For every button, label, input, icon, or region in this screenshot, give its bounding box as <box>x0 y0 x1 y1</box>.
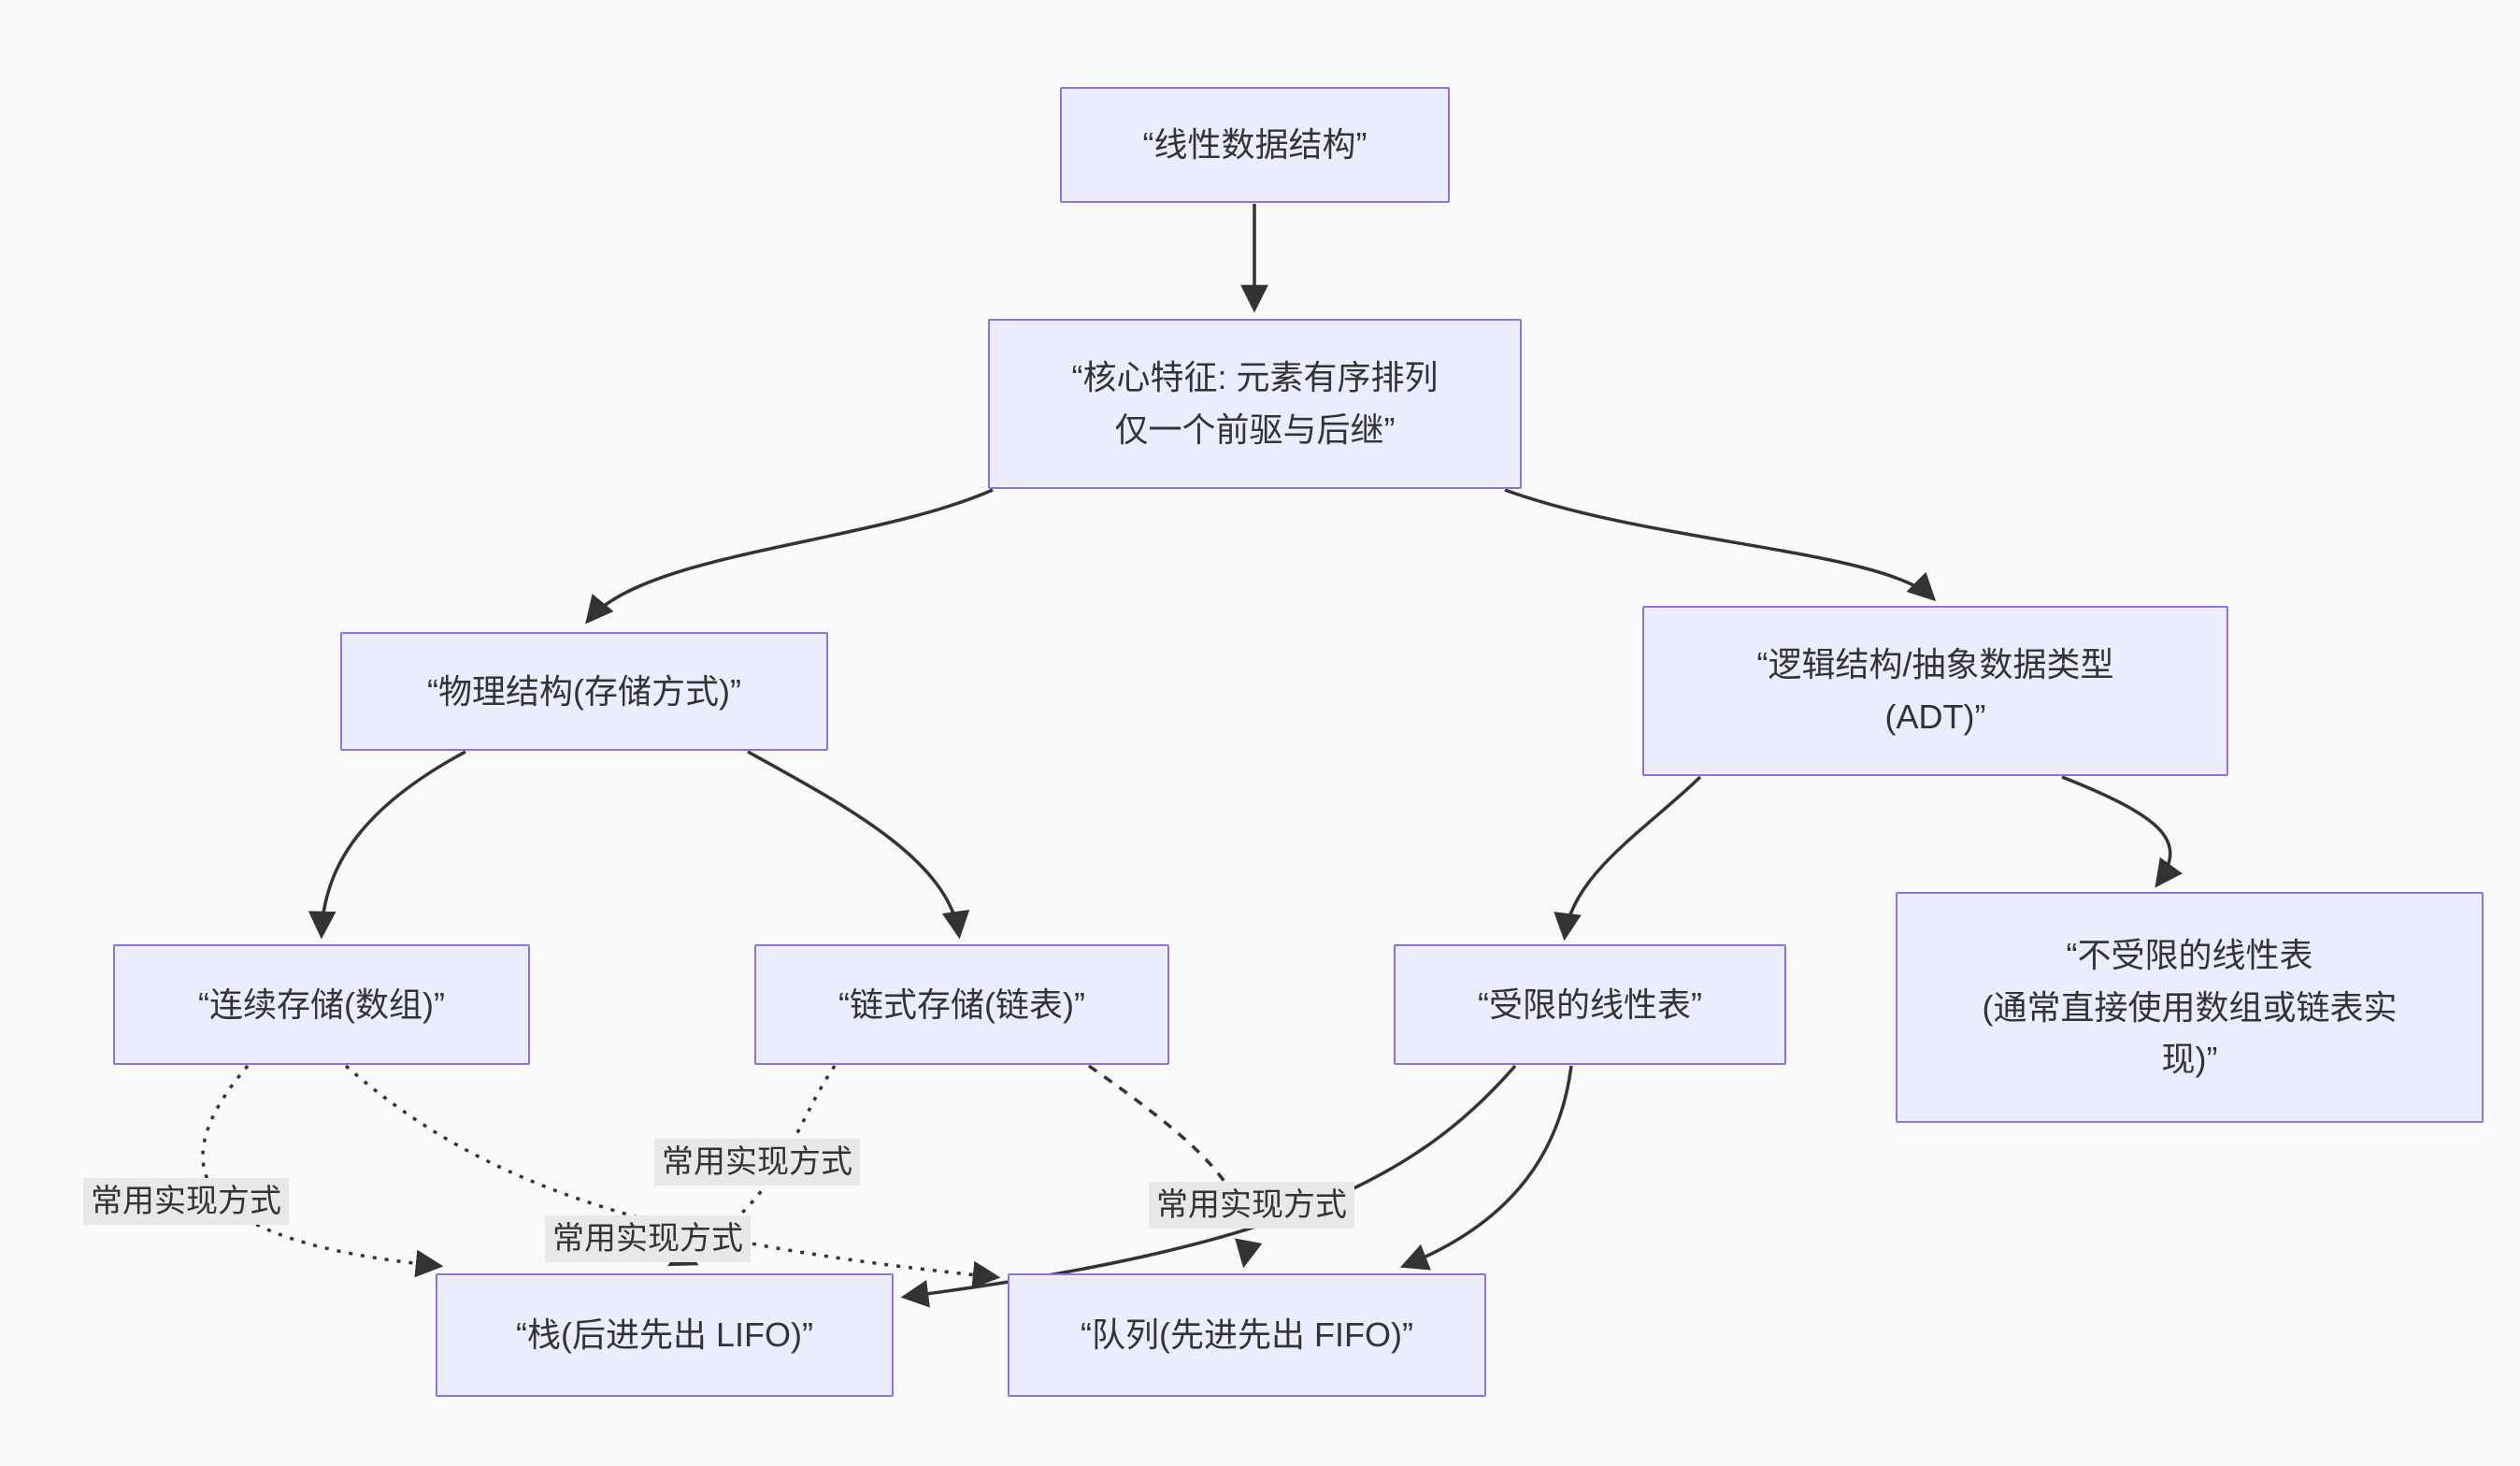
node-label-line2: 仅一个前驱与后继” <box>1114 410 1396 449</box>
node-contiguous-storage-array: “连续存储(数组)” <box>113 944 530 1065</box>
node-queue-fifo: “队列(先进先出 FIFO)” <box>1008 1273 1486 1397</box>
node-label-line2: (ADT)” <box>1884 697 1986 736</box>
node-label-line1: “核心特征: 元素有序排列 <box>1071 358 1439 397</box>
edge-array-to-stack <box>201 1064 444 1278</box>
edge-logical-to-restricted <box>1554 775 1702 941</box>
node-label: “队列(先进先出 FIFO)” <box>1081 1315 1413 1355</box>
node-label: “连续存储(数组)” <box>198 985 445 1024</box>
edge-physical-to-linked <box>747 750 970 940</box>
edge-logical-to-unrestricted <box>2061 775 2183 888</box>
node-label-line2: (通常直接使用数组或链表实 <box>1982 987 2398 1027</box>
edge-linked-to-queue <box>1087 1064 1263 1269</box>
edge-label-common-implementation-3: 常用实现方式 <box>545 1215 751 1263</box>
node-core-characteristics: “核心特征: 元素有序排列 仅一个前驱与后继” <box>988 319 1522 489</box>
node-label: “栈(后进先出 LIFO)” <box>516 1315 813 1355</box>
edge-label-common-implementation-2: 常用实现方式 <box>654 1139 860 1186</box>
edge-array-to-queue <box>344 1064 1001 1289</box>
node-label-line1: “不受限的线性表 <box>2066 935 2313 974</box>
node-label: “线性数据结构” <box>1142 125 1367 165</box>
edge-restricted-to-queue <box>1399 1065 1573 1271</box>
node-label: “物理结构(存储方式)” <box>427 671 741 711</box>
node-stack-lifo: “栈(后进先出 LIFO)” <box>436 1273 894 1397</box>
node-label: “受限的线性表” <box>1478 985 1702 1024</box>
edge-label-common-implementation-1: 常用实现方式 <box>83 1178 289 1226</box>
edge-core-to-logical <box>1504 488 1937 602</box>
node-linear-data-structure: “线性数据结构” <box>1060 87 1450 203</box>
edge-physical-to-array <box>308 750 466 940</box>
node-linked-storage-list: “链式存储(链表)” <box>754 944 1169 1065</box>
edge-core-to-physical <box>585 488 994 625</box>
node-label-line3: 现)” <box>2161 1040 2218 1079</box>
node-logical-structure-adt: “逻辑结构/抽象数据类型 (ADT)” <box>1642 606 2228 776</box>
edge-label-common-implementation-4: 常用实现方式 <box>1149 1182 1354 1229</box>
node-unrestricted-linear-list: “不受限的线性表 (通常直接使用数组或链表实 现)” <box>1896 892 2484 1123</box>
node-restricted-linear-list: “受限的线性表” <box>1394 944 1786 1065</box>
node-physical-structure: “物理结构(存储方式)” <box>340 632 828 751</box>
node-label-line1: “逻辑结构/抽象数据类型 <box>1756 645 2114 684</box>
node-label: “链式存储(链表)” <box>838 985 1085 1024</box>
